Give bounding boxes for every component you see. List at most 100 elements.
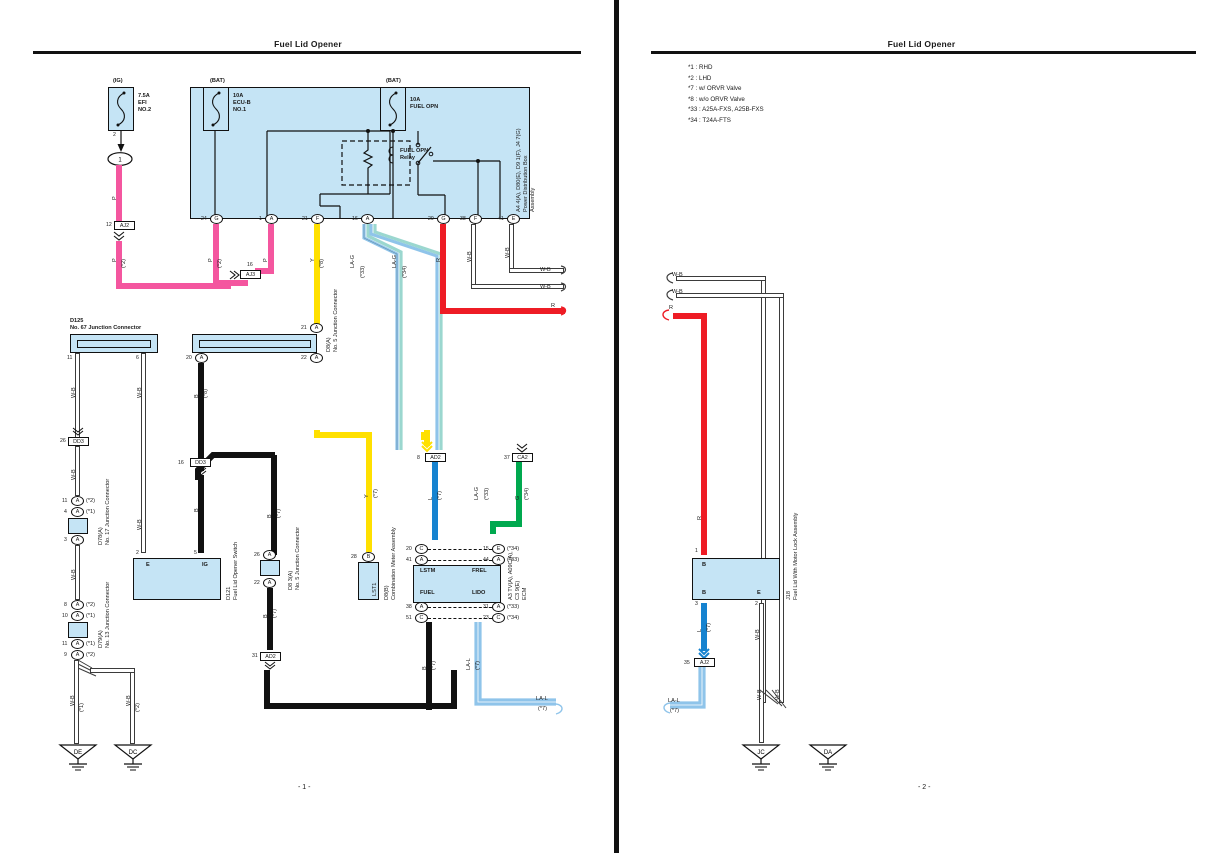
wire-blue-ad2 [432,462,438,540]
pdb-assembly-label: A4 4(A), D80(E), D9 1(F), J4 7(G) Power … [516,128,536,212]
ecm-15-note: (*34) [507,546,520,552]
connector-ad2-blue[interactable]: AD2 [425,453,446,462]
ig-fuse-symbol [116,91,126,127]
connector-aj3[interactable]: AJ3 [240,270,261,279]
wire-label-wb-d125r: W-B [137,387,143,398]
d8a-label: D8(A) No. 5 Junction Connector [326,288,339,352]
wire-label-l-j18: L [697,628,703,632]
d79-pin-mid[interactable]: A [71,611,84,621]
wire-label-p-ig: P [112,196,118,200]
d8a-20-num: 20 [186,355,192,361]
wire-label-g-ca2: G [515,495,521,500]
svg-text:1: 1 [118,158,122,164]
d79-pin-b1[interactable]: A [71,639,84,649]
connector-aj2-top[interactable]: AJ2 [114,221,135,230]
d78-top-num: 11 [62,498,68,504]
connector-dd3-top[interactable]: DD3 [68,437,89,446]
pdb-pin-num-29: 29 [428,216,434,222]
ecm-pin-44-A[interactable]: A [492,555,505,565]
r-incoming-label: R [669,305,674,311]
aj2-right-num: 35 [684,660,690,666]
lst1-pin[interactable]: B [362,552,375,562]
ecm-pin-fuel-label: FUEL [420,590,435,596]
ecm-pin-15-E[interactable]: E [492,544,505,554]
wire-d125-right-wb [141,353,146,553]
wire-pin24-pink [213,224,219,286]
pdb-pin-29-G[interactable]: G [437,214,450,224]
d79-pin-top[interactable]: A [71,600,84,610]
pdb-pin-1-A[interactable]: A [265,214,278,224]
d8b-label: D8(B) Combination Meter Assembly [384,527,397,600]
d83a-22-num: 22 [254,580,260,586]
wire-note-dc: (*2) [135,702,141,712]
wire-note-ig: (*2) [121,258,127,268]
wire-label-p-ig2: P [112,258,118,262]
ad2-bottom-num: 31 [252,653,258,659]
pdb-pin-38-F[interactable]: F [469,214,482,224]
connector-ad2-bottom[interactable]: AD2 [260,652,281,661]
d83a-pin-26[interactable]: A [263,550,276,560]
ecm-pin-23-C[interactable]: C [492,613,505,623]
wire-label-b-dd3: B [194,508,200,512]
connector-ca2[interactable]: CA2 [512,453,533,462]
ecm-pin-31-A[interactable]: A [492,602,505,612]
pdb-pin-num-16: 16 [352,216,358,222]
bat2-fuse-symbol [388,91,398,127]
dd3-top-num: 26 [60,438,66,444]
d79-top-num: 8 [64,602,67,608]
ground-symbol-da: DA [808,744,848,771]
connector-aj2-right[interactable]: AJ2 [694,658,715,667]
ecm-dash-41-44 [428,560,492,561]
wire-label-wb-d125l: W-B [71,387,77,398]
d79-b2-num: 9 [64,652,67,658]
d79-pin-b2[interactable]: A [71,650,84,660]
wb-endpoint-1 [560,265,567,275]
ecm-pin-51-C[interactable]: C [415,613,428,623]
wire-label-r-right: R [697,515,703,520]
ecm-31-note: (*33) [507,604,520,610]
d83a-pin-22[interactable]: A [263,578,276,588]
wire-note-24: (*2) [217,258,223,268]
ecm-pin-20-C[interactable]: C [415,544,428,554]
j18-label: J18 Fuel Lid With Motor Lock Assembly [786,512,799,600]
wire-label-b-22: B [267,514,273,518]
ecm-box [413,565,501,603]
d78-box [68,518,88,534]
pdb-pin-24-G[interactable]: G [210,214,223,224]
d8a-pin-22[interactable]: A [310,353,323,363]
svg-text:DC: DC [129,750,138,756]
j18-e-label: E [757,590,761,596]
wire-note-b-22: (*7) [276,508,282,518]
ecm-pin-41-A[interactable]: A [415,555,428,565]
d78-pin-bot[interactable]: A [71,535,84,545]
wb-long-vert-2-h [676,293,784,298]
wire-la-l-right [663,667,706,714]
pdb-pin-41-E[interactable]: E [507,214,520,224]
d79-mid-note: (*1) [86,613,96,619]
ig-fuse-rating: 7.5A EFI NO.2 [138,93,152,114]
pdb-pin-16-A[interactable]: A [361,214,374,224]
wire-label-wb-end2: W-B [540,284,551,290]
connector-dd3-mid[interactable]: DD3 [190,458,211,467]
wire-label-y-21: Y [310,258,316,262]
wire-pin1-pink [268,224,274,274]
bat2-fuse-rating: 10A FUEL OPN [410,97,439,111]
title-rule-left [33,51,581,54]
wire-label-p-24: P [208,258,214,262]
ecm-pin-lstm-label: LSTM [420,568,436,574]
d78-pin-top[interactable]: A [71,496,84,506]
j18-pin2-num: 2 [755,601,758,607]
wire-note-b-d83a: (*7) [272,608,278,618]
d78-top-note: (*2) [86,498,96,504]
ecm-pin-38-A[interactable]: A [415,602,428,612]
aj3-chevrons [229,270,240,280]
d8a-pin-20[interactable]: A [195,353,208,363]
d8a-pin-21[interactable]: A [310,323,323,333]
d78-pin-mid[interactable]: A [71,507,84,517]
page-spine [614,0,619,853]
d79-b1-note: (*1) [86,641,96,647]
d8a-inner-bar [199,340,311,348]
wire-label-lal-right: LA-L [668,698,680,704]
wb-incoming-label-1: W-B [672,272,683,278]
pdb-pin-21-F[interactable]: F [311,214,324,224]
